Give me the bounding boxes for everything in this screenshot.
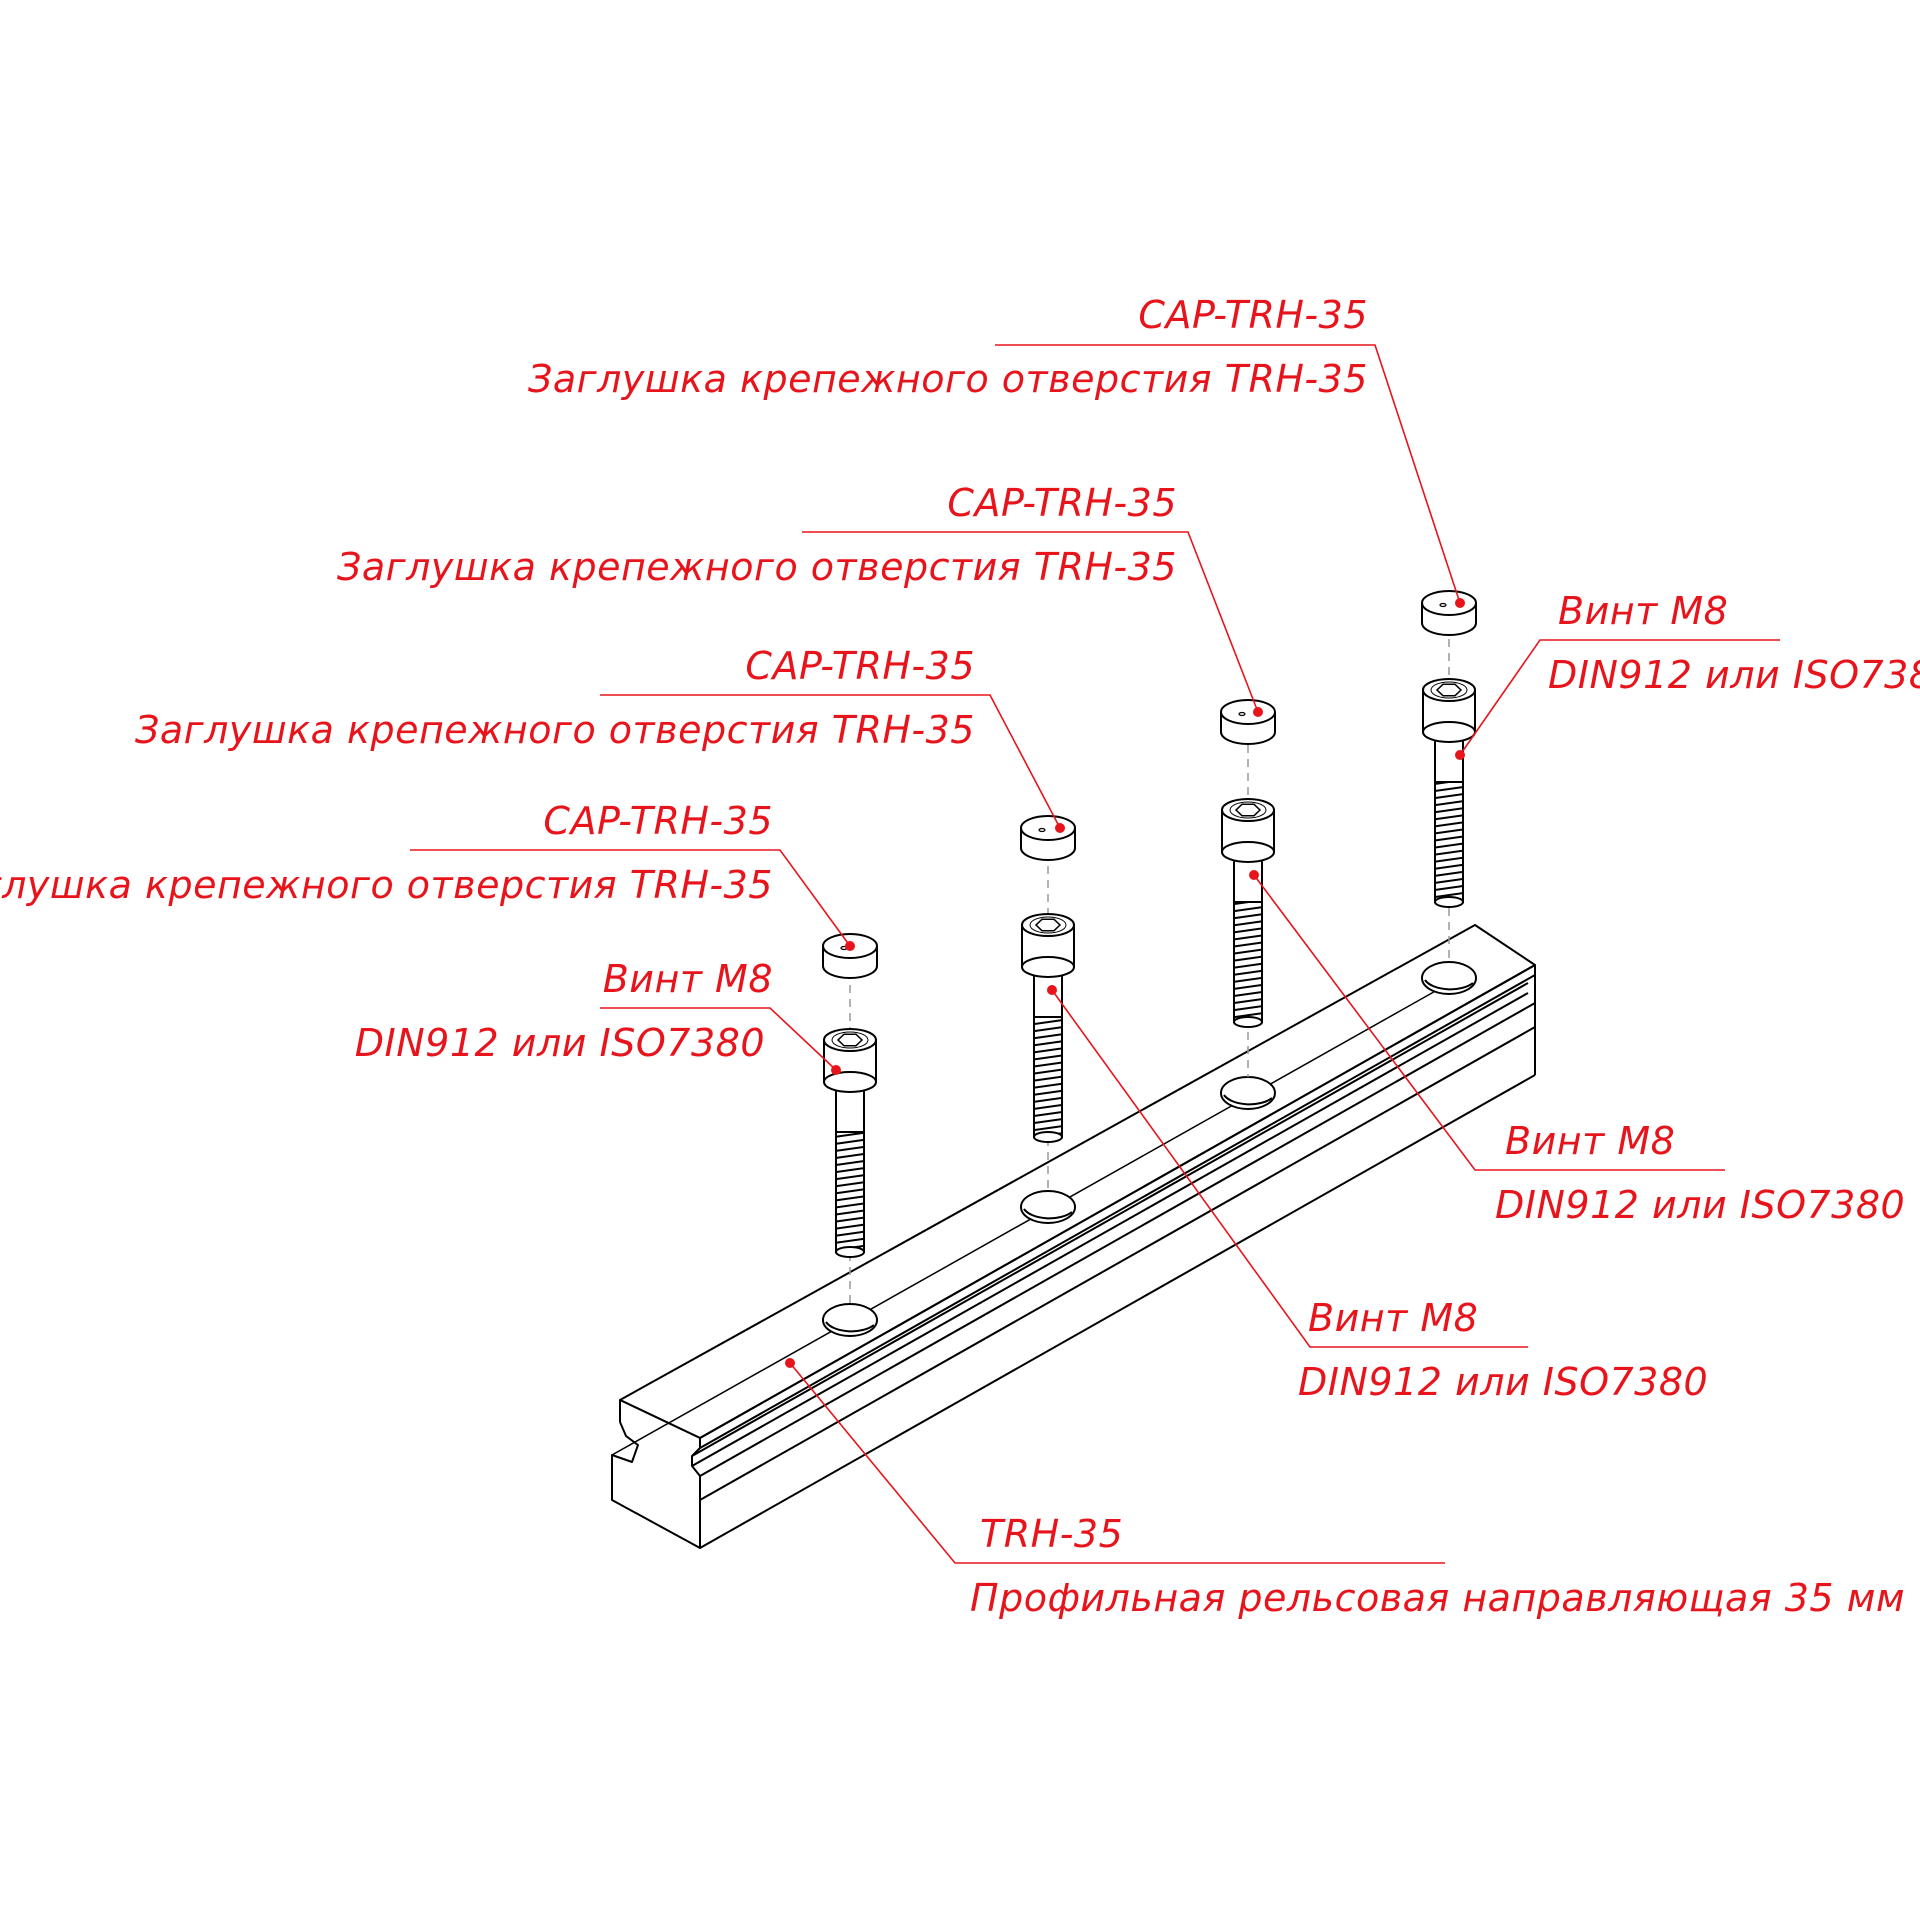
screw3-code: Винт М8 [1505,1119,1676,1163]
cap4-code: CAP-TRH-35 [1138,293,1368,337]
screw-2 [1021,913,1075,1143]
cap3-name: Заглушка крепежного отверстия TRH-35 [337,545,1177,589]
screw2-name: DIN912 или ISO7380 [1298,1360,1709,1404]
screw-1 [823,1028,877,1258]
cap4-name: Заглушка крепежного отверстия TRH-35 [528,357,1368,401]
screw1-code: Винт М8 [602,957,773,1001]
leader-dots [785,598,1465,1368]
rail-hole-4 [1421,961,1477,995]
screw3-name: DIN912 или ISO7380 [1495,1183,1906,1227]
rail-name: Профильная рельсовая направляющая 35 мм [970,1576,1906,1620]
cap-2 [1020,815,1076,861]
cap1-code: CAP-TRH-35 [543,799,773,843]
rail-holes [822,961,1477,1337]
leader-lines [410,344,1780,1564]
rail-hole-1 [822,1303,878,1337]
cap3-code: CAP-TRH-35 [947,481,1177,525]
cap-1 [822,933,878,979]
screw1-name: DIN912 или ISO7380 [354,1021,765,1065]
rail-hole-2 [1020,1190,1076,1224]
screw-3 [1221,798,1275,1028]
screw4-code: Винт М8 [1558,589,1729,633]
rail-code: TRH-35 [980,1512,1124,1556]
screw4-name: DIN912 или ISO7380 [1548,653,1920,697]
fasteners [822,590,1477,1258]
cap1-name: Заглушка крепежного отверстия TRH-35 [0,863,773,907]
screw2-code: Винт М8 [1308,1296,1479,1340]
cap2-name: Заглушка крепежного отверстия TRH-35 [135,708,975,752]
cap-3 [1220,699,1276,745]
screw-4 [1422,678,1476,908]
cap-4 [1421,590,1477,636]
rail-end-profile [611,1399,701,1549]
cap2-code: CAP-TRH-35 [745,644,975,688]
